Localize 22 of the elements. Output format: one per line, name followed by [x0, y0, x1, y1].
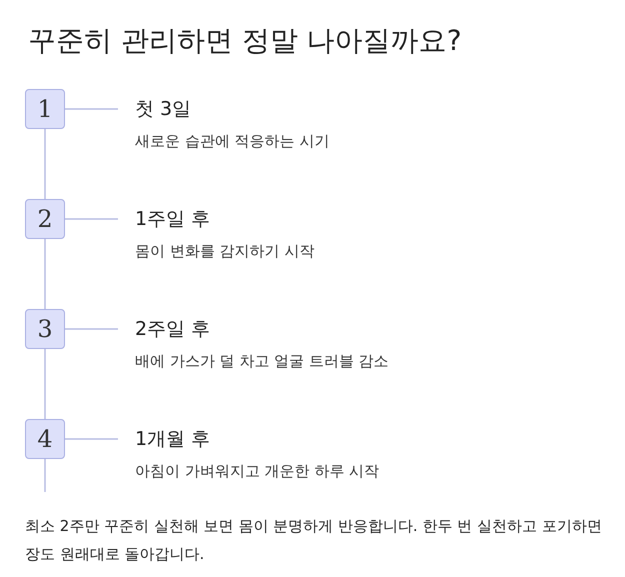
step-description: 몸이 변화를 감지하기 시작	[135, 242, 314, 261]
connector-line	[44, 239, 46, 309]
step-number-box: 3	[25, 309, 65, 349]
connector-line	[44, 129, 46, 199]
connector-line	[44, 459, 46, 492]
connector-line	[44, 349, 46, 419]
connector-line	[65, 218, 118, 220]
step-description: 배에 가스가 덜 차고 얼굴 트러블 감소	[135, 352, 389, 371]
step-number-box: 1	[25, 89, 65, 129]
connector-line	[65, 438, 118, 440]
connector-line	[65, 328, 118, 330]
step-description: 새로운 습관에 적응하는 시기	[135, 132, 330, 151]
step-number-box: 4	[25, 419, 65, 459]
step-description: 아침이 가벼워지고 개운한 하루 시작	[135, 462, 380, 481]
step-heading: 1주일 후	[135, 207, 212, 232]
title: 꾸준히 관리하면 정말 나아질까요?	[28, 23, 462, 59]
step-heading: 1개월 후	[135, 427, 212, 452]
step-heading: 첫 3일	[135, 97, 192, 122]
step-number-box: 2	[25, 199, 65, 239]
step-heading: 2주일 후	[135, 317, 212, 342]
connector-line	[65, 108, 118, 110]
caption: 최소 2주만 꾸준히 실천해 보면 몸이 분명하게 반응합니다. 한두 번 실천하고 포기하면 장도 원래대로 돌아갑니다.	[25, 516, 603, 565]
